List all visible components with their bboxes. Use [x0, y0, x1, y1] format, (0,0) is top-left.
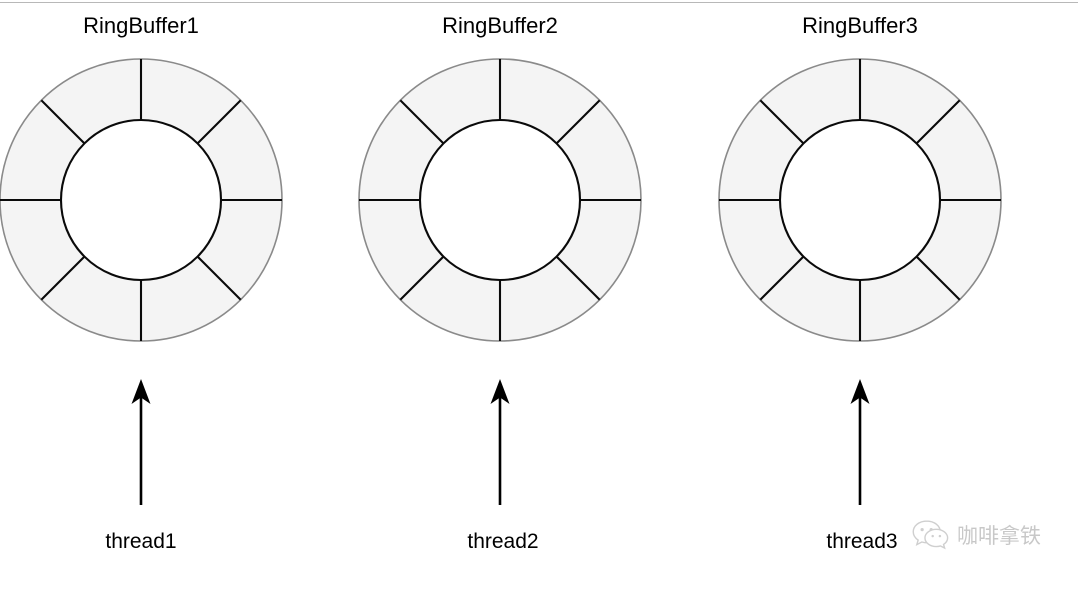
arrow-head-icon-2	[490, 379, 510, 404]
thread-label-2: thread2	[467, 530, 538, 553]
ring-spokes-2	[359, 59, 641, 341]
ring-graphic-3[interactable]	[718, 58, 1002, 342]
ring-spoke-1-5	[40, 255, 86, 301]
ring-spoke-2-5	[399, 255, 445, 301]
thread-arrow-3	[850, 379, 870, 505]
ring-spoke-1-1	[196, 99, 242, 145]
ring-graphic-1[interactable]	[0, 58, 283, 342]
ring-inner-circle-2	[418, 118, 582, 282]
ring-inner-circle-1	[59, 118, 223, 282]
ring-spoke-3-3	[915, 255, 961, 301]
ring-spoke-2-3	[555, 255, 601, 301]
ring-spoke-3-1	[915, 99, 961, 145]
ring-title-1: RingBuffer1	[83, 13, 199, 38]
ring-spoke-1-7	[40, 99, 86, 145]
ring-spoke-1-3	[196, 255, 242, 301]
thread-label-1: thread1	[105, 530, 176, 553]
ring-spoke-3-7	[759, 99, 805, 145]
ring-title-2: RingBuffer2	[442, 13, 558, 38]
arrow-head-icon-3	[850, 379, 870, 404]
thread-label-3: thread3	[826, 530, 897, 553]
ring-spoke-2-7	[399, 99, 445, 145]
ring-graphic-2[interactable]	[358, 58, 642, 342]
arrow-head-icon-1	[131, 379, 151, 404]
ringbuffer-unit-2: RingBuffer2 thread2	[358, 13, 642, 553]
ring-spoke-2-1	[555, 99, 601, 145]
ring-inner-circle-3	[778, 118, 942, 282]
ringbuffer-unit-3: RingBuffer3 thread3	[718, 13, 1002, 553]
ring-title-3: RingBuffer3	[802, 13, 918, 38]
thread-arrow-1	[131, 379, 151, 505]
ring-spoke-3-5	[759, 255, 805, 301]
ring-spokes-3	[719, 59, 1001, 341]
thread-arrow-2	[490, 379, 510, 505]
top-divider-rule	[0, 2, 1078, 3]
ringbuffer-unit-1: RingBuffer1 thread1	[0, 13, 283, 553]
ring-spokes-1	[0, 59, 282, 341]
